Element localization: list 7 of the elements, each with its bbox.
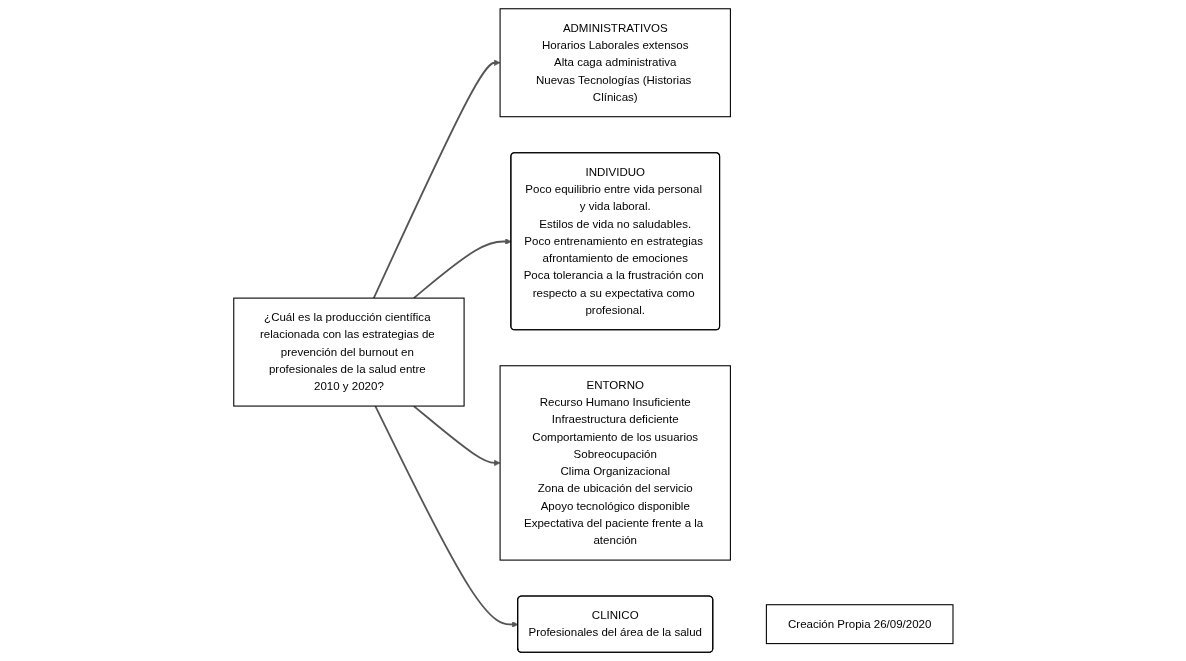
arrow bbox=[412, 405, 500, 467]
arrow bbox=[374, 405, 518, 628]
arrow bbox=[372, 59, 500, 299]
node-box: ENTORNO Recurso Humano Insuficiente Infraestructura deficiente Comportamiento de los usuarios Sobreocupación Clima Organizacional Zona de ubicación del servicio Apoyo tecnológico disponible Expectativa del paciente frente a la atención bbox=[499, 365, 731, 561]
node-box: Creación Propia 26/09/2020 bbox=[765, 604, 954, 645]
node-box: ¿Cuál es la producción científica relacionada con las estrategias de prevención del burnout en profesionales de la salud entre 2010 y 2020? bbox=[232, 297, 465, 407]
node-box: ADMINISTRATIVOS Horarios Laborales extensos Alta caga administrativa Nuevas Tecnologías (Historias Clínicas) bbox=[499, 8, 731, 118]
